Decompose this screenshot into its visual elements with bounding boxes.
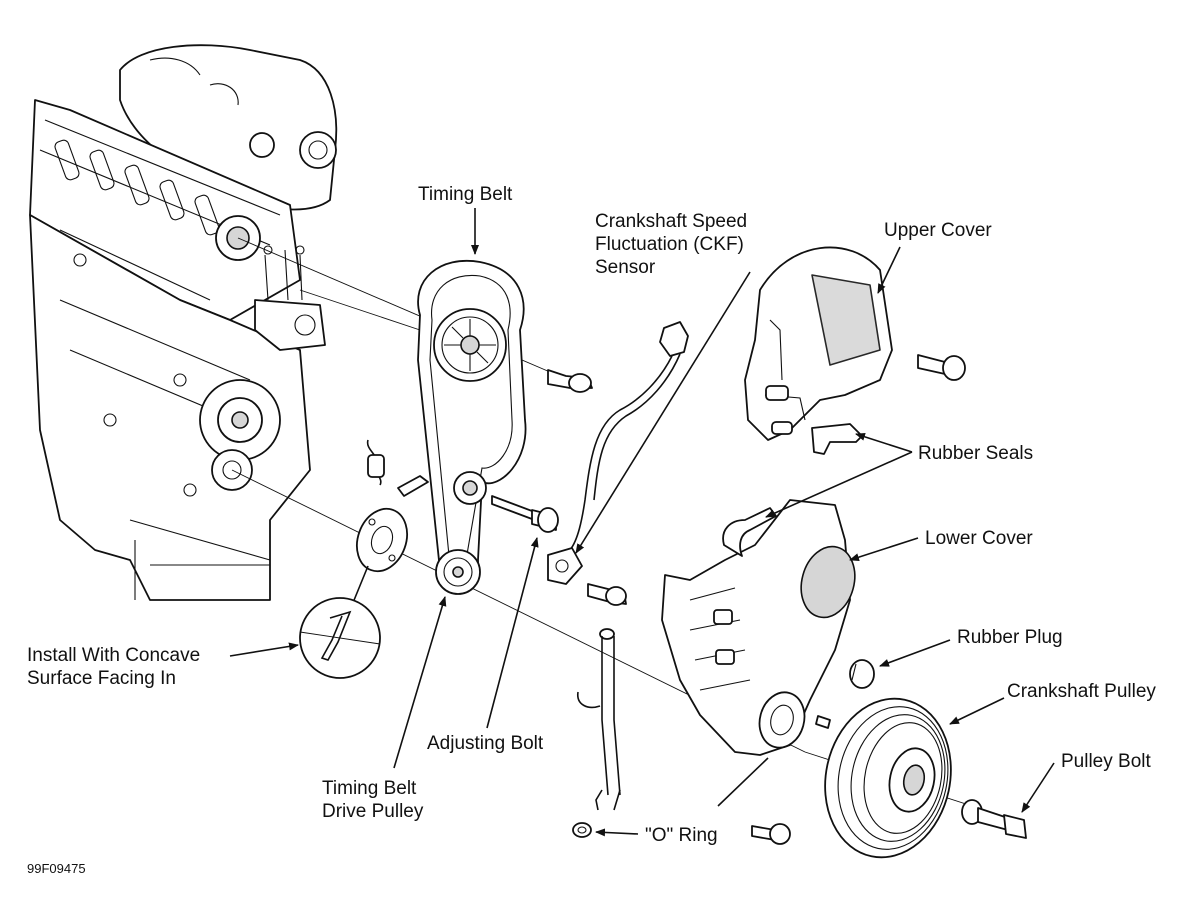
label-pulley-bolt: Pulley Bolt <box>1061 751 1151 772</box>
label-ckf-line-1: Crankshaft Speed <box>595 211 747 232</box>
camshaft-pulley <box>433 308 507 382</box>
woodruff-key <box>815 715 831 729</box>
upper-cover-part <box>744 246 893 441</box>
dipstick-tube <box>572 628 621 838</box>
label-crankshaft-pulley: Crankshaft Pulley <box>1007 681 1156 702</box>
label-timing-belt: Timing Belt <box>418 184 513 205</box>
drive-pulley <box>435 549 481 595</box>
ckf-sensor <box>547 321 689 606</box>
pulley-bolt-part <box>961 799 1027 839</box>
rubber-plug-part <box>849 659 875 689</box>
callout-labels: Timing Belt Crankshaft Speed Fluctuation… <box>27 184 1156 876</box>
label-adjusting-bolt: Adjusting Bolt <box>427 733 544 754</box>
crankshaft-pulley-part <box>824 697 952 859</box>
figure-code: 99F09475 <box>27 861 86 876</box>
rubber-seal-lower <box>722 507 777 557</box>
label-upper-cover: Upper Cover <box>884 220 992 241</box>
leader-lines <box>229 208 1055 837</box>
concave-detail-callout <box>299 565 381 679</box>
upper-cover-bolt <box>917 354 966 381</box>
label-install-line-1: Install With Concave <box>27 645 200 666</box>
tensioner-pulley <box>453 471 487 505</box>
label-rubber-seals: Rubber Seals <box>918 443 1033 464</box>
label-drive-pulley-line-1: Timing Belt <box>322 778 417 799</box>
lower-cover-part <box>661 499 856 756</box>
label-drive-pulley-line-2: Drive Pulley <box>322 801 424 822</box>
rubber-seal-upper <box>811 423 863 455</box>
tensioner-spring <box>366 439 429 497</box>
label-install-line-2: Surface Facing In <box>27 668 176 689</box>
crank-washer <box>356 507 408 573</box>
cam-pulley-bolt <box>547 369 593 393</box>
engine-block <box>29 44 338 601</box>
label-lower-cover: Lower Cover <box>925 528 1033 549</box>
label-ckf-line-2: Fluctuation (CKF) <box>595 234 744 255</box>
lower-cover-bolt <box>751 823 791 845</box>
label-ckf-line-3: Sensor <box>595 257 656 278</box>
label-o-ring: "O" Ring <box>645 825 718 846</box>
adjusting-bolt-part <box>491 495 559 533</box>
label-rubber-plug: Rubber Plug <box>957 627 1063 648</box>
